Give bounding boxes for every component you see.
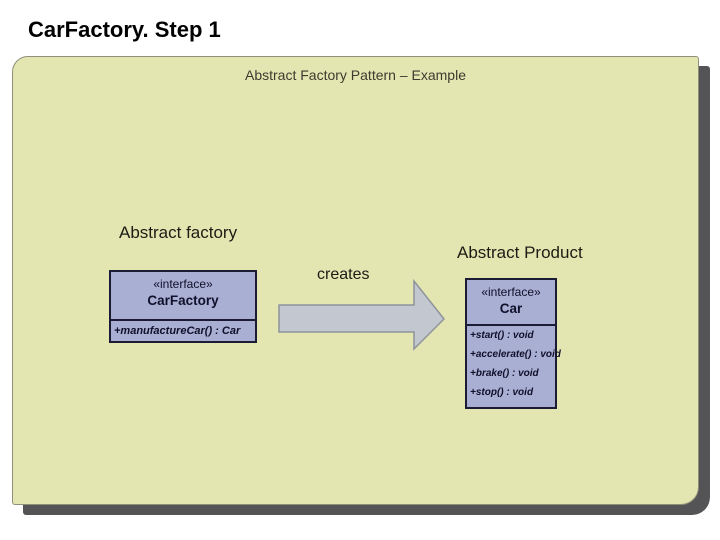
carfactory-header: «interface» CarFactory [111,272,255,319]
label-abstract-factory: Abstract factory [119,223,238,242]
label-abstract-product: Abstract Product [457,243,583,262]
carfactory-methods: +manufactureCar() : Car [111,319,255,341]
page-title: CarFactory. Step 1 [28,17,221,42]
label-creates: creates [317,266,370,283]
car-method-brake: +brake() : void [470,368,539,379]
creates-arrow [278,278,446,351]
slide-title: Abstract Factory Pattern – Example [245,67,466,83]
creates-arrow-shape [278,278,446,351]
carfactory-stereotype: «interface» [153,277,213,291]
car-methods: +start() : void +accelerate() : void +br… [467,324,561,402]
car-method-accelerate: +accelerate() : void [470,349,561,360]
uml-class-carfactory: «interface» CarFactory +manufactureCar()… [109,270,257,343]
carfactory-method-manufacturecar: +manufactureCar() : Car [114,325,241,337]
car-method-start: +start() : void [470,330,534,341]
uml-class-car: «interface» Car +start() : void +acceler… [465,278,561,409]
car-header: «interface» Car [467,280,555,324]
car-name: Car [499,301,523,316]
car-stereotype: «interface» [481,285,541,299]
carfactory-name: CarFactory [147,293,219,308]
slide-canvas: Abstract Factory Pattern – Example Abstr… [12,56,699,505]
car-method-stop: +stop() : void [470,387,534,398]
